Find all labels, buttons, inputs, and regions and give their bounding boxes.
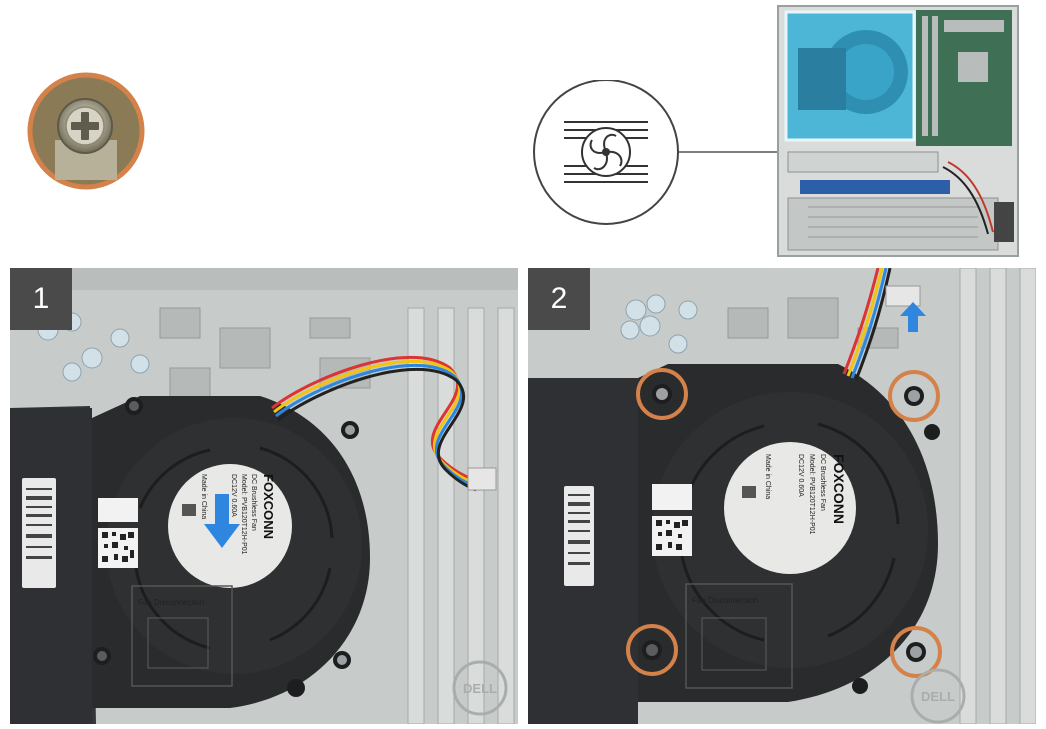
dell-logo: DELL [463,681,497,696]
screw-callout [25,70,147,192]
brand-label: FOXCONN [831,454,847,524]
rating-label: DC12V 0.60A [230,474,237,517]
arrow-down-icon [202,494,242,550]
step-1-panel: DELL FOXCONN DC Brushless Fan Model: PVB… [10,268,518,724]
phillips-screw-icon [27,72,145,190]
fan-type-label: DC Brushless Fan [819,454,826,511]
disconnect-label: Fan Disconnection [138,598,204,607]
fan-callout [530,79,780,230]
model-label: Model: PVB120T12H-P01 [808,454,815,535]
model-label: Model: PVB120T12H-P01 [240,474,247,555]
step-2-panel: DELL FOXCONN DC Brushless Fan Model: PVB… [528,268,1036,724]
step-badge: 2 [528,268,590,330]
disconnect-label: Fan Disconnection [692,596,758,605]
made-in-label: Made in China [764,454,771,499]
system-fan-icon [533,79,778,225]
chassis-thumbnail [768,2,1030,260]
made-in-label: Made in China [200,474,207,519]
step-badge: 1 [10,268,72,330]
brand-label: FOXCONN [261,474,276,539]
fan-label-text: FOXCONN DC Brushless Fan Model: PVB120T1… [160,464,300,588]
rating-label: DC12V 0.60A [797,454,804,497]
arrow-up-icon [900,302,926,332]
dell-logo: DELL [921,689,955,704]
fan-label-text: FOXCONN DC Brushless Fan Model: PVB120T1… [724,446,864,576]
fan-type-label: DC Brushless Fan [250,474,257,531]
